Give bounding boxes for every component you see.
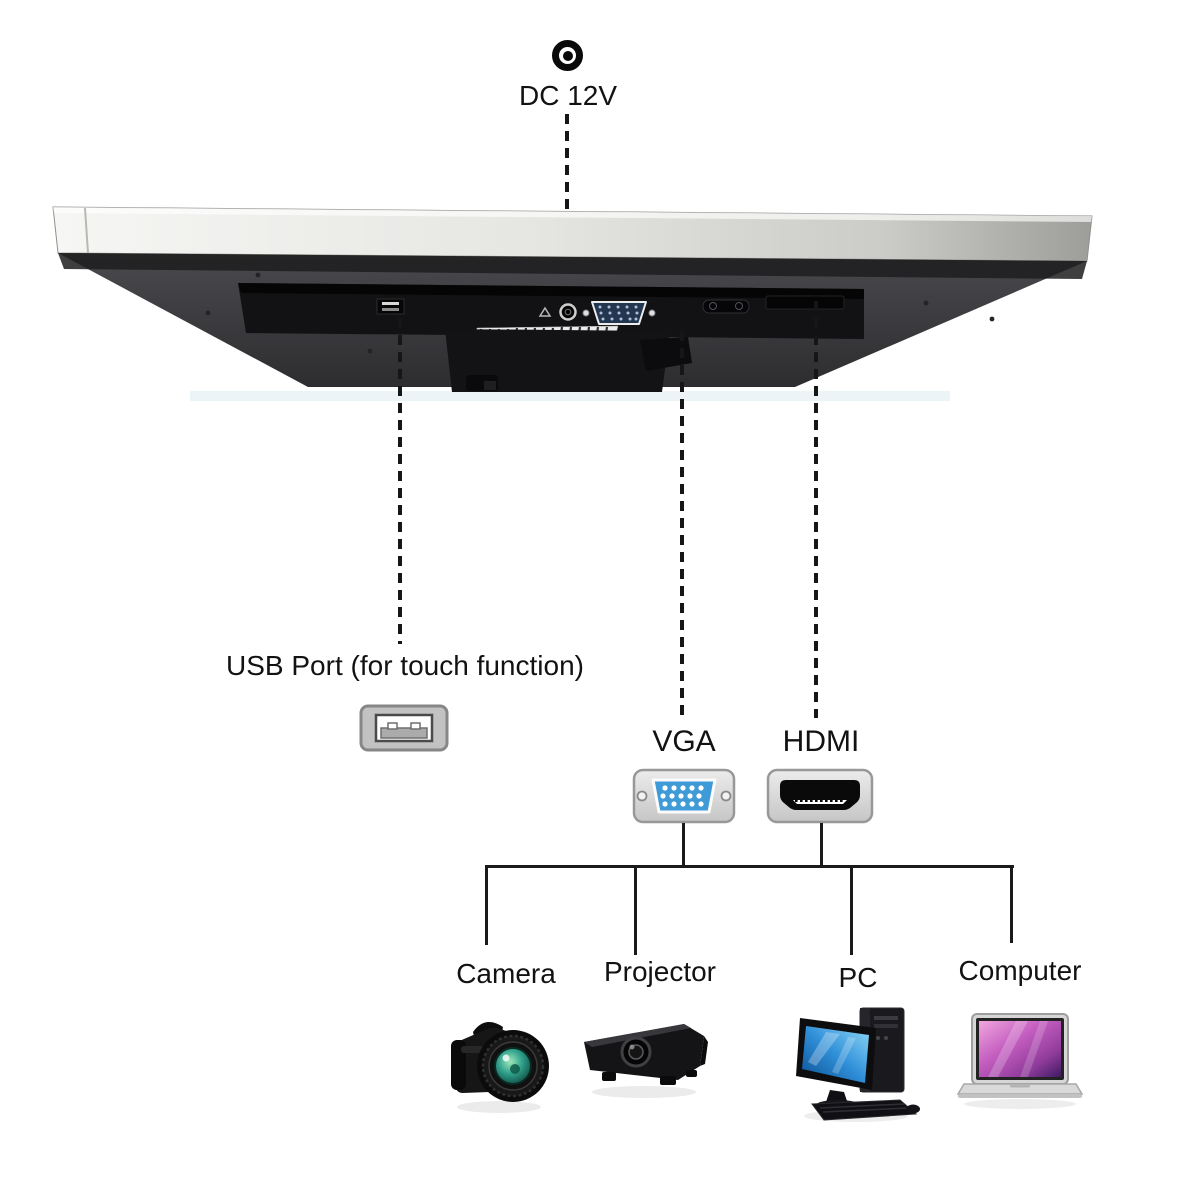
vga-dashed-line — [680, 331, 684, 718]
monitor-usb-port — [376, 298, 405, 315]
laptop-icon — [956, 1013, 1084, 1109]
pc-label: PC — [838, 962, 878, 993]
hdmi-label: HDMI — [782, 725, 860, 758]
computer-label: Computer — [958, 955, 1082, 986]
monitor-shadow — [190, 391, 950, 401]
desktop-pc-icon — [796, 1007, 920, 1122]
usb-dashed-line — [398, 318, 402, 644]
hdmi-connector-icon — [766, 768, 874, 824]
monitor-underside-photo — [52, 206, 1093, 401]
monitor-corner-facet — [84, 207, 89, 254]
projector-icon — [584, 1024, 708, 1098]
hdmi-tree-stub — [820, 823, 823, 868]
recess-shadow — [238, 283, 864, 299]
stand-mount — [445, 329, 692, 392]
monitor-vga-port — [582, 301, 656, 325]
underside-shadow-band — [58, 253, 1087, 279]
vga-tree-stub — [682, 823, 685, 868]
dc-power-jack-icon — [552, 40, 583, 71]
camera-icon — [451, 1022, 549, 1113]
usb-port-icon — [359, 704, 449, 752]
projector-branch-line — [634, 865, 637, 955]
vga-connector-icon — [632, 768, 736, 824]
screw-holes — [113, 264, 995, 354]
monitor-dc-jack — [559, 303, 577, 321]
port-triangle-mark — [538, 306, 552, 317]
monitor-aux-port — [702, 299, 750, 314]
monitor-edge-highlight — [53, 207, 1092, 222]
monitor-hdmi-port — [765, 295, 845, 310]
vga-label: VGA — [652, 725, 716, 758]
projector-label: Projector — [603, 956, 717, 987]
usb-port-label: USB Port (for touch function) — [226, 650, 584, 681]
tree-horizontal-line — [486, 865, 1014, 868]
dc-power-label: DC 12V — [518, 80, 618, 111]
computer-branch-line — [1010, 865, 1013, 943]
camera-branch-line — [485, 865, 488, 945]
hdmi-dashed-line — [814, 301, 818, 718]
pc-branch-line — [850, 865, 853, 955]
camera-label: Camera — [456, 958, 556, 989]
